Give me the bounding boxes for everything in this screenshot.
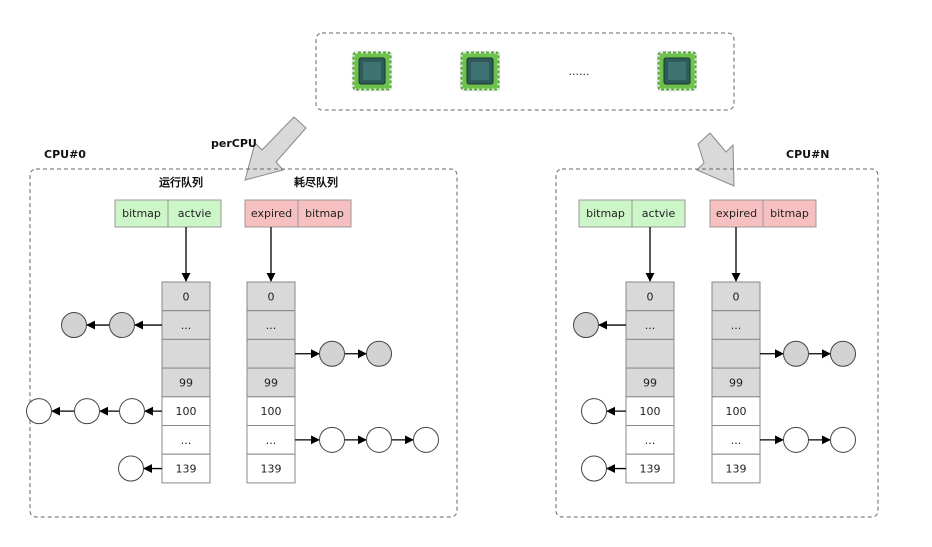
priority-slot bbox=[625, 281, 675, 312]
queue-header-label: actvie bbox=[642, 207, 676, 220]
priority-slot bbox=[711, 281, 761, 312]
queue-header-cell bbox=[709, 199, 764, 228]
normal-task-node bbox=[413, 426, 439, 453]
rt-task-node bbox=[830, 340, 856, 367]
priority-slot-label: 99 bbox=[729, 376, 743, 389]
normal-task-node bbox=[26, 398, 52, 425]
queue-header-label: bitmap bbox=[305, 207, 344, 220]
priority-slot bbox=[625, 425, 675, 455]
priority-slot-label: 99 bbox=[264, 376, 278, 389]
queue-header-label: bitmap bbox=[586, 207, 625, 220]
priority-slot-label: 100 bbox=[640, 405, 661, 418]
rt-task-node bbox=[783, 340, 809, 367]
rt-task-node bbox=[109, 312, 135, 339]
priority-slot bbox=[246, 281, 296, 312]
rt-task-node bbox=[61, 312, 87, 339]
priority-slot bbox=[625, 453, 675, 484]
queue-header-cell bbox=[578, 199, 633, 228]
normal-task-node bbox=[366, 426, 392, 453]
priority-slot bbox=[625, 367, 675, 398]
priority-slot-label: 99 bbox=[179, 376, 193, 389]
cpu0-title: CPU#0 bbox=[44, 148, 86, 161]
priority-slot bbox=[246, 310, 296, 340]
priority-slot-label: 139 bbox=[640, 463, 661, 476]
priority-slot-label: 139 bbox=[726, 463, 747, 476]
queue-header-cell bbox=[167, 199, 222, 228]
normal-task-node bbox=[783, 426, 809, 453]
queue-header-cell bbox=[244, 199, 299, 228]
priority-slot bbox=[161, 338, 211, 369]
priority-slot bbox=[711, 425, 761, 455]
queue-header-label: bitmap bbox=[770, 207, 809, 220]
priority-slot-label: ... bbox=[181, 434, 192, 447]
normal-task-node bbox=[319, 426, 345, 453]
queue-header-cell bbox=[762, 199, 817, 228]
rt-task-node bbox=[366, 340, 392, 367]
normal-task-node bbox=[119, 398, 145, 425]
normal-task-node bbox=[118, 455, 144, 482]
priority-slot bbox=[625, 338, 675, 369]
expired-queue-label: 耗尽队列 bbox=[294, 175, 338, 189]
cpu0-queues: bitmap actvie expired bitmap 0... 99 100... 139… bbox=[26, 199, 439, 484]
percpu-arrow-left bbox=[244, 116, 307, 181]
cpu-chip-icon bbox=[656, 50, 698, 92]
priority-slot-label: 139 bbox=[176, 463, 197, 476]
percpu-arrow-right bbox=[696, 132, 735, 187]
priority-slot-label: 100 bbox=[176, 405, 197, 418]
priority-slot-label: ... bbox=[731, 434, 742, 447]
queue-header-label: expired bbox=[251, 207, 292, 220]
normal-task-node bbox=[830, 426, 856, 453]
queue-header-cell bbox=[297, 199, 352, 228]
priority-slot bbox=[246, 453, 296, 484]
percpu-label: perCPU bbox=[211, 137, 257, 150]
normal-task-node bbox=[74, 398, 100, 425]
priority-slot-label: 0 bbox=[183, 290, 190, 303]
priority-slot bbox=[711, 453, 761, 484]
priority-slot-label: 0 bbox=[647, 290, 654, 303]
queue-header-cell bbox=[114, 199, 169, 228]
priority-slot-label: 100 bbox=[261, 405, 282, 418]
priority-slot-label: ... bbox=[731, 319, 742, 332]
priority-slot bbox=[246, 338, 296, 369]
priority-slot-label: ... bbox=[181, 319, 192, 332]
normal-task-node bbox=[581, 398, 607, 425]
priority-slot bbox=[246, 396, 296, 426]
priority-slot bbox=[161, 310, 211, 340]
queue-header-label: expired bbox=[716, 207, 757, 220]
queue-header-cell bbox=[631, 199, 686, 228]
priority-slot bbox=[161, 425, 211, 455]
cpun-title: CPU#N bbox=[786, 148, 830, 161]
rt-task-node bbox=[573, 312, 599, 339]
priority-slot-label: ... bbox=[645, 319, 656, 332]
cpu-chip-icon bbox=[351, 50, 393, 92]
cpu0-frame bbox=[29, 168, 458, 518]
priority-slot-label: 139 bbox=[261, 463, 282, 476]
run-queue-label: 运行队列 bbox=[159, 175, 203, 189]
priority-slot bbox=[161, 453, 211, 484]
priority-slot-label: ... bbox=[266, 319, 277, 332]
priority-slot-label: ... bbox=[645, 434, 656, 447]
rt-task-node bbox=[319, 340, 345, 367]
cpun-frame bbox=[555, 168, 879, 518]
priority-slot-label: ... bbox=[266, 434, 277, 447]
cpun-queues: bitmap actvie expired bitmap 0... 99 100... 139… bbox=[573, 199, 856, 484]
queue-header-label: actvie bbox=[178, 207, 212, 220]
priority-slot bbox=[625, 310, 675, 340]
priority-slot-label: 99 bbox=[643, 376, 657, 389]
normal-task-node bbox=[581, 455, 607, 482]
priority-slot-label: 0 bbox=[733, 290, 740, 303]
cpu-strip-frame bbox=[315, 32, 735, 111]
queue-header-label: bitmap bbox=[122, 207, 161, 220]
cpu-strip-ellipsis: ...... bbox=[569, 65, 590, 78]
priority-slot bbox=[711, 338, 761, 369]
cpu-chip-icon bbox=[459, 50, 501, 92]
priority-slot-label: 100 bbox=[726, 405, 747, 418]
priority-slot-label: 0 bbox=[268, 290, 275, 303]
